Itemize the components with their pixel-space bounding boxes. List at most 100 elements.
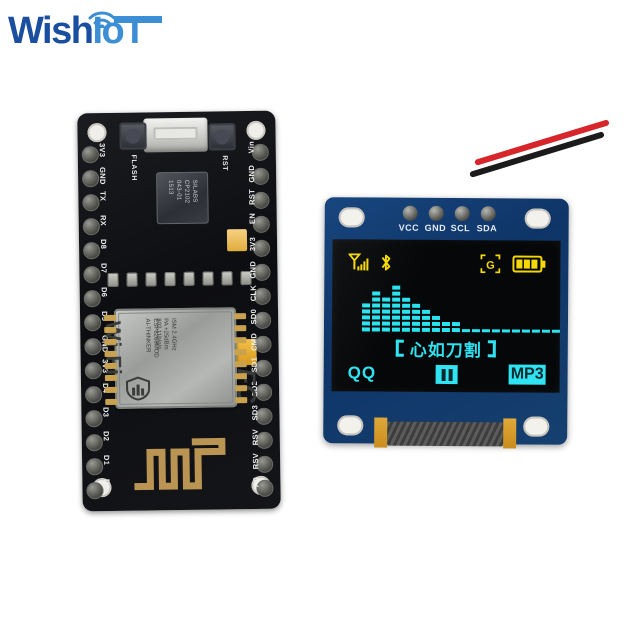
- pin-label: D8: [98, 238, 109, 250]
- pin-rsv: RSV: [250, 428, 279, 453]
- pin-cmd: CMD: [249, 332, 277, 357]
- pin-label-gnd: GND: [424, 222, 447, 233]
- pin-pad: [85, 386, 103, 404]
- pin-pad: [82, 170, 100, 188]
- pin-label: SD0: [248, 308, 259, 325]
- esp8266-module: Wi Fi ESP8266MOD AI-THINKER ISM 2.4GHz P…: [101, 307, 262, 409]
- pin-3v3: 3V3: [247, 236, 276, 261]
- pin-label: RSV: [250, 428, 260, 446]
- oled-status-bar: G: [348, 253, 546, 276]
- pin-3v3: 3V3: [79, 142, 107, 167]
- pin-label: D6: [99, 286, 109, 298]
- pin-label: Vin: [246, 140, 256, 154]
- mounting-hole: [524, 208, 551, 229]
- pin-d2: D2: [83, 430, 111, 455]
- pin-d1: D1: [83, 455, 111, 479]
- pin-pad: [81, 146, 99, 164]
- pin-label: GND: [97, 166, 108, 185]
- pin-label: RX: [98, 214, 108, 227]
- pin-label: D2: [101, 430, 111, 442]
- pin-label: GND: [246, 164, 257, 183]
- pin-pad: [82, 194, 100, 212]
- pin-pad: [83, 266, 101, 284]
- pin-pad: [86, 482, 104, 500]
- flash-button[interactable]: [119, 122, 147, 150]
- mounting-hole: [246, 120, 266, 141]
- pin-a0: A0: [251, 476, 279, 501]
- pin-vin: Vin: [246, 140, 275, 165]
- chip-brand: SILABS: [191, 179, 198, 203]
- pin-label: CMD: [249, 332, 259, 352]
- power-wire-red: [474, 119, 610, 166]
- pin-sd3: SD3: [250, 404, 278, 429]
- pin-pad: [83, 242, 101, 260]
- pin-pad: [84, 314, 102, 332]
- solder-pad-gnd: [428, 205, 444, 221]
- screen-glare: [331, 239, 561, 393]
- pin-pad: [85, 434, 103, 452]
- bluetooth-icon: [381, 254, 391, 271]
- module-logo-icon: [125, 376, 151, 401]
- battery-icon: [512, 255, 546, 273]
- pin-label: GND: [248, 260, 258, 279]
- pin-sd0: SD0: [248, 308, 277, 333]
- g-network-label: G: [486, 260, 495, 272]
- pin-label-vcc: VCC: [398, 222, 420, 233]
- pin-label-scl: SCL: [450, 223, 471, 234]
- pin-label: RST: [247, 188, 257, 205]
- pin-d0: D0: [83, 478, 112, 503]
- pin-label: EN: [247, 212, 257, 225]
- micro-usb-connector: [143, 117, 208, 153]
- pin-tx: TX: [79, 191, 107, 215]
- pin-label: RSV: [250, 452, 261, 470]
- pin-pad: [84, 338, 102, 356]
- module-pads-left: [104, 309, 118, 409]
- cp2102-usb-chip: SILABS CP2102 043-01 1513: [156, 171, 209, 225]
- pin-label: A0: [251, 476, 261, 488]
- pin-pad: [85, 410, 103, 428]
- reset-button[interactable]: [208, 123, 236, 151]
- pin-d3: D3: [82, 407, 110, 431]
- pin-label: SD3: [250, 404, 260, 421]
- logo-t-bar: [114, 16, 162, 23]
- pin-label: D0: [102, 478, 112, 490]
- smd-pad-strip: [107, 270, 257, 287]
- cellular-signal-icon: [348, 253, 369, 271]
- pin-rx: RX: [80, 214, 108, 239]
- pin-label-sda: SDA: [476, 223, 498, 234]
- status-bar-left: [348, 253, 392, 271]
- mounting-hole: [338, 207, 365, 228]
- flex-ribbon-connector: [387, 421, 504, 447]
- mounting-hole: [87, 122, 107, 143]
- reset-button-label: RST: [220, 155, 229, 172]
- module-spec-info: ISM 2.4GHz PA +25dBm 802.11b/g/n: [154, 318, 176, 351]
- pin-d7: D7: [80, 263, 108, 287]
- pin-label: CLK: [248, 284, 258, 302]
- wishiot-logo: WishIoT: [4, 2, 174, 56]
- pin-gnd: GND: [248, 260, 276, 285]
- logo-text-wish: Wish: [8, 10, 94, 52]
- tantalum-capacitor: [226, 229, 248, 252]
- pin-gnd: GND: [79, 166, 108, 191]
- module-pads-right: [234, 307, 248, 407]
- solder-pad-sda: [480, 206, 496, 222]
- chip-part: CP2102: [183, 179, 190, 204]
- cp2102-chip-marking: SILABS CP2102 043-01 1513: [156, 172, 209, 225]
- wifi-arc-icon: [88, 11, 116, 28]
- pin-clk: CLK: [248, 284, 277, 309]
- pin-label: 3V3: [97, 142, 107, 158]
- g-network-icon: G: [480, 254, 501, 274]
- module-spec-std: 802.11b/g/n: [155, 318, 162, 350]
- status-bar-right: G: [480, 254, 546, 274]
- pin-label: 3V3: [247, 236, 258, 252]
- pin-rst: RST: [247, 188, 275, 213]
- chip-date: 1513: [167, 180, 174, 195]
- module-spec-pa: PA +25dBm: [162, 318, 170, 350]
- green-pcb-strip: [613, 238, 622, 300]
- pin-rsv: RSV: [250, 452, 279, 477]
- solder-pad-scl: [454, 206, 470, 222]
- solder-pad-vcc: [402, 205, 418, 221]
